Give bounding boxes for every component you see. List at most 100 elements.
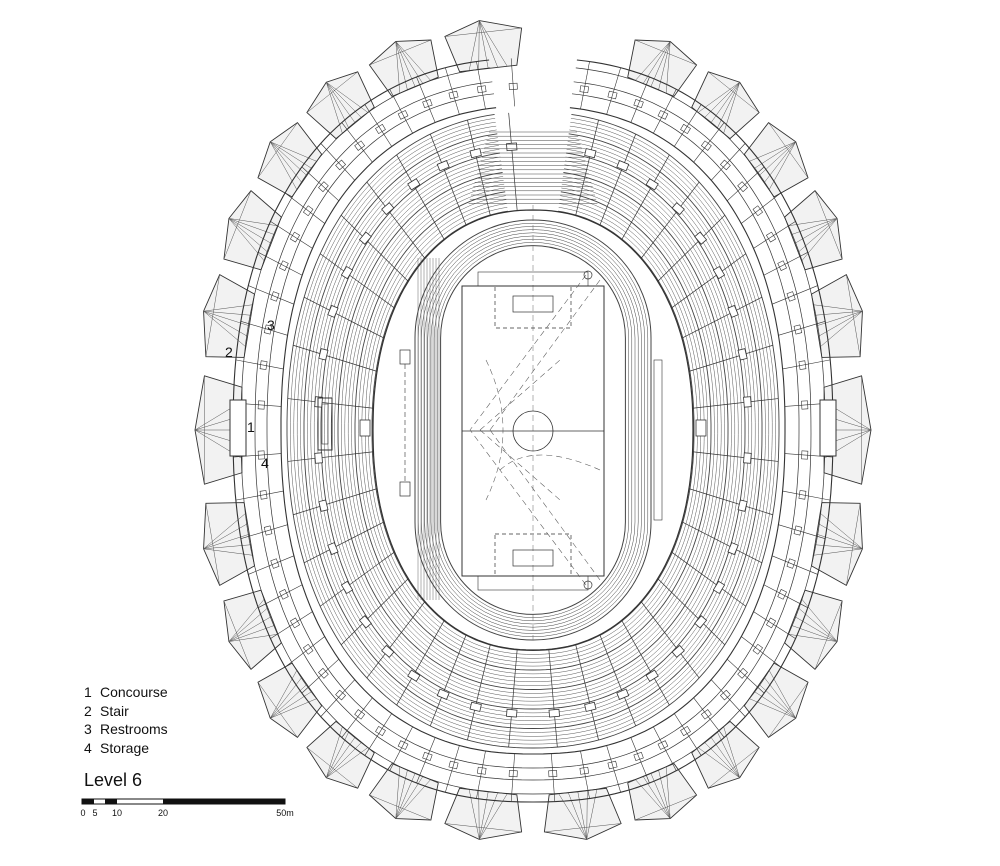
roof-fin [223,589,282,670]
aisle [396,154,445,240]
bay-line [763,584,808,608]
vomitory [318,499,329,512]
seating-row [327,160,739,702]
track-lane [440,245,626,615]
vomitory [548,708,560,718]
track-lane [433,238,633,622]
service-room [508,770,518,778]
service-room [793,525,803,536]
fin-rib [228,218,275,235]
fin-rib [203,304,253,312]
fin-outline [627,762,698,821]
vomitory [616,160,630,172]
seating-row [334,168,732,694]
service-room [700,709,712,720]
bay-line [580,61,590,110]
aisle [548,649,558,748]
fin-rib [203,544,252,550]
legend-number: 3 [84,721,92,737]
service-room [508,82,518,90]
seating-row [320,152,746,710]
runway-south [477,575,589,591]
service-room [259,490,268,500]
roof-fin [368,762,439,821]
aisle [621,154,670,240]
fin-rib [717,731,740,778]
football-field [461,270,605,591]
aisle [575,644,599,741]
seating-row [296,125,770,737]
roof-fin [444,787,523,840]
aisle [688,488,773,516]
fin-rib [814,600,843,670]
seating-row [344,179,722,682]
fin-rib [228,633,278,642]
service-room [422,751,433,762]
aisle [467,644,491,741]
aisle [340,214,409,282]
callout-restrooms: 3 [267,317,275,333]
legend-number: 4 [84,739,92,756]
vomitory [694,231,708,245]
aisle [575,119,599,216]
vomitory [407,669,421,682]
roof-fin [743,662,809,739]
fin-rib [228,616,272,642]
roof-fin [203,274,255,358]
bay-line [301,166,340,202]
aisle [692,451,779,462]
concourse-bump-east [819,399,837,457]
vomitory [645,669,659,682]
aisle [429,634,467,727]
service-room [257,450,265,460]
service-room [786,291,796,302]
service-room [422,98,433,109]
aisle [657,214,726,282]
fin-rib [768,682,809,738]
seating-row [310,141,756,721]
service-room [375,123,386,135]
fin-rib [814,310,863,316]
fin-rib [479,20,508,67]
vomitory [358,231,372,245]
vomitory [436,160,450,172]
fin-rib [813,548,863,556]
seating-row [330,164,736,698]
bay-line [248,285,294,305]
aisle [303,521,385,564]
service-room [719,689,731,701]
bay-line [258,584,303,608]
bay-line [341,122,373,163]
fin-rib [813,304,863,312]
bay-line [772,555,818,575]
bay-line [341,697,373,738]
bay-line [270,611,313,639]
seating-row [361,199,705,663]
fin-rib [819,512,863,550]
track-lane [427,232,639,628]
seating-row [307,137,759,725]
fin-rib [203,310,252,316]
fin-rib [228,625,275,642]
bay-line [320,679,355,717]
seating-bowl [286,112,780,749]
roof-fin [811,274,863,358]
bench-east [653,359,663,521]
service-room [279,260,289,271]
legend-label: Restrooms [100,721,168,737]
fin-rib [228,598,265,642]
outer-structure [229,58,837,803]
vomitory [671,202,685,216]
bay-line [235,359,284,370]
aisle [319,551,395,607]
roof-fin [627,762,698,821]
fin-rib [326,82,356,124]
service-room [700,140,712,151]
fin-rib [759,684,796,719]
fin-rib [846,503,861,586]
track-lane [424,229,642,631]
service-room [318,667,329,679]
track-lane [421,226,645,634]
vomitory [584,148,597,159]
bay-line [416,76,436,123]
